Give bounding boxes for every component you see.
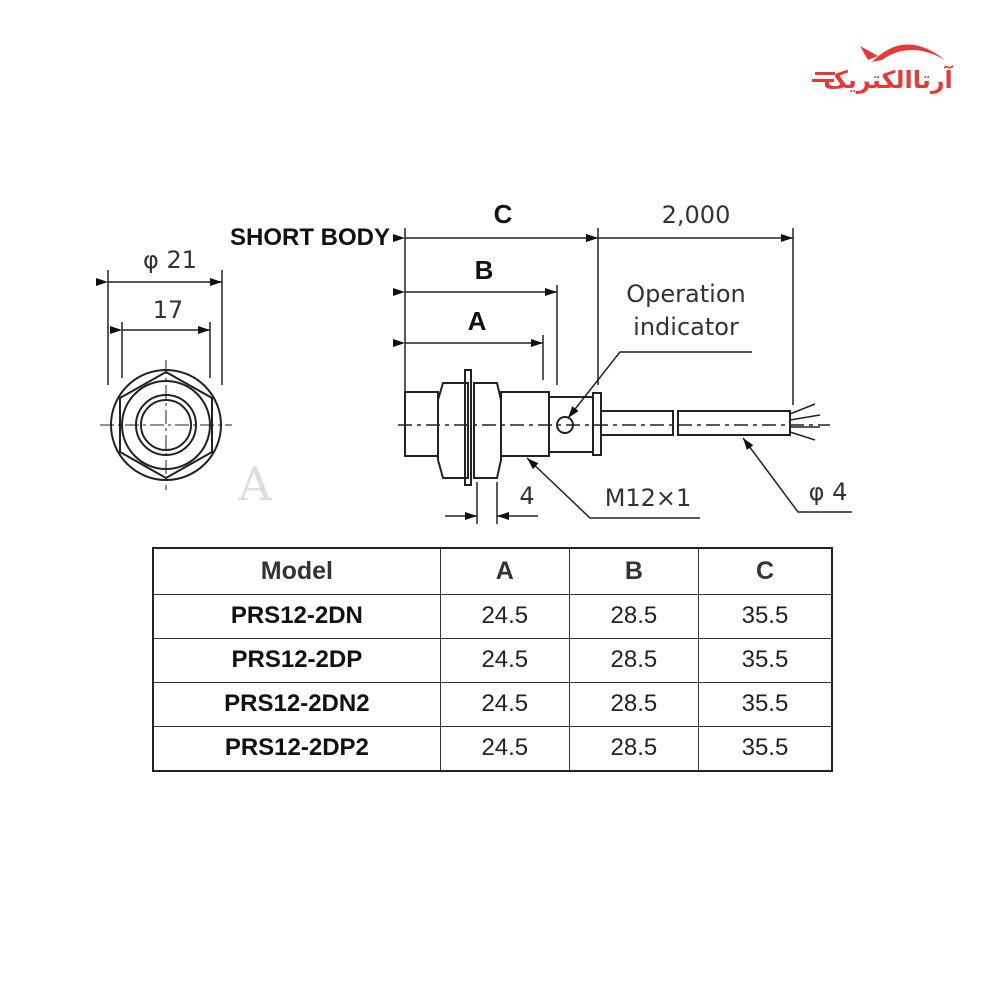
- thread-label: M12×1: [605, 484, 692, 512]
- b-cell: 28.5: [568, 681, 699, 727]
- table-header-row: Model A B C: [152, 547, 833, 595]
- short-body-title: SHORT BODY: [230, 224, 390, 251]
- c-cell: 35.5: [697, 725, 833, 772]
- header-c: C: [697, 547, 833, 595]
- model-cell: PRS12-2DN: [152, 594, 441, 639]
- outer-diameter-label: φ 21: [143, 246, 197, 274]
- watermark-logo: A: [237, 457, 272, 511]
- cable-diameter-label: φ 4: [809, 478, 848, 506]
- b-cell: 28.5: [568, 594, 699, 639]
- table-row: PRS12-2DP2 24.5 28.5 35.5: [152, 725, 833, 772]
- model-cell: PRS12-2DN2: [152, 681, 441, 727]
- dim-a-label: A: [468, 306, 487, 336]
- brand-logo: آرتاالکتریک: [812, 44, 954, 94]
- front-view: [96, 270, 232, 490]
- header-a: A: [439, 547, 570, 595]
- operation-indicator-label-2: indicator: [633, 313, 739, 341]
- c-cell: 35.5: [697, 681, 833, 727]
- nut-thickness-label: 4: [519, 482, 534, 510]
- c-cell: 35.5: [697, 637, 833, 683]
- dim-b-label: B: [475, 255, 494, 285]
- a-cell: 24.5: [439, 681, 570, 727]
- c-cell: 35.5: [697, 594, 833, 639]
- model-cell: PRS12-2DP: [152, 637, 441, 683]
- model-cell: PRS12-2DP2: [152, 725, 441, 772]
- table-row: PRS12-2DN 24.5 28.5 35.5: [152, 594, 833, 639]
- dimension-table: Model A B C PRS12-2DN 24.5 28.5 35.5 PRS…: [152, 547, 833, 772]
- a-cell: 24.5: [439, 594, 570, 639]
- svg-text:آرتاالکتریک: آرتاالکتریک: [823, 65, 953, 94]
- a-cell: 24.5: [439, 637, 570, 683]
- a-cell: 24.5: [439, 725, 570, 772]
- dim-c-label: C: [494, 199, 513, 229]
- table-row: PRS12-2DN2 24.5 28.5 35.5: [152, 681, 833, 727]
- header-b: B: [568, 547, 699, 595]
- side-view: [393, 228, 852, 524]
- table-row: PRS12-2DP 24.5 28.5 35.5: [152, 637, 833, 683]
- hex-width-label: 17: [153, 296, 184, 324]
- cable-length-label: 2,000: [662, 201, 731, 229]
- header-model: Model: [152, 547, 441, 595]
- b-cell: 28.5: [568, 725, 699, 772]
- b-cell: 28.5: [568, 637, 699, 683]
- operation-indicator-label: Operation: [626, 280, 745, 308]
